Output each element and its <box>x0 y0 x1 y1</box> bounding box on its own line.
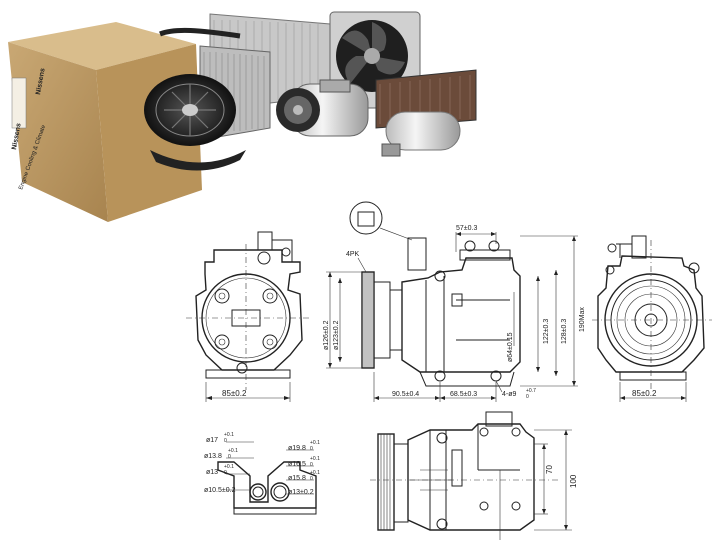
side-view: 4PK 57±0.3 ø126±0.2 ø123±0.2 ø64±0.15 12… <box>323 201 586 402</box>
dim-d165: ø16.5 <box>288 461 306 468</box>
dim-d13-left-tol-top: +0.1 <box>224 464 234 470</box>
technical-drawing-sheet: 85±0.2 4PK <box>186 201 712 540</box>
product-photo-collage: Engine Cooling & Climate Nissens Nissens <box>8 11 477 222</box>
dim-d198-tol-top: +0.1 <box>310 440 320 446</box>
dim-d165-tol-top: +0.1 <box>310 456 320 462</box>
dim-d13-right: ø13±0.2 <box>288 489 314 496</box>
dim-d13-left: ø13 <box>206 469 218 476</box>
dim-holes-tol-bottom: 0 <box>526 394 529 400</box>
bottom-view: 70 100 <box>370 411 578 540</box>
dim-d123: ø123±0.2 <box>333 320 340 350</box>
dim-h100: 100 <box>569 474 578 488</box>
dim-d158-tol-bottom: 0 <box>310 476 313 482</box>
ports-detail: ø17 +0.1 0 ø13.8 +0.1 0 ø13 +0.1 0 ø10.5… <box>204 432 320 515</box>
dim-d126: ø126±0.2 <box>323 320 330 350</box>
dim-d138-tol-top: +0.1 <box>228 448 238 454</box>
dim-d17: ø17 <box>206 437 218 444</box>
dim-d165-tol-bottom: 0 <box>310 462 313 468</box>
dim-h70: 70 <box>545 465 554 474</box>
dim-holes-tol-top: +0.7 <box>526 388 536 394</box>
label-4pk: 4PK <box>346 251 360 258</box>
front-view-right: 85±0.2 <box>592 235 712 402</box>
dim-d64: ø64±0.15 <box>507 332 514 362</box>
cardboard-box: Engine Cooling & Climate Nissens Nissens <box>8 22 202 222</box>
front-view-left: 85±0.2 <box>186 231 310 402</box>
dim-width-left: 85±0.2 <box>222 389 247 398</box>
compressor-photo <box>276 79 369 137</box>
dim-len-905: 90.5±0.4 <box>392 391 419 398</box>
dim-d17-tol-top: +0.1 <box>224 432 234 438</box>
dim-h122: 122±0.3 <box>543 319 550 344</box>
receiver-drier <box>381 111 461 157</box>
blower-motor <box>144 74 246 171</box>
dim-d198-tol-bottom: 0 <box>310 446 313 452</box>
dim-d105: ø10.5±0.2 <box>204 487 236 494</box>
dim-holes: 4-ø9 <box>502 391 517 398</box>
dim-h190: 190Max <box>579 307 586 332</box>
dim-d158: ø15.8 <box>288 475 306 482</box>
dim-len-685: 68.5±0.3 <box>450 391 477 398</box>
dim-d198: ø19.8 <box>288 445 306 452</box>
dim-d17-tol-bottom: 0 <box>224 438 227 444</box>
dim-d138-tol-bottom: 0 <box>228 454 231 460</box>
dim-d138: ø13.8 <box>204 453 222 460</box>
dim-d158-tol-top: +0.1 <box>310 470 320 476</box>
dim-width-right: 85±0.2 <box>632 389 657 398</box>
dim-top-width: 57±0.3 <box>456 225 477 232</box>
box-brand-logo: Nissens <box>11 123 23 151</box>
dim-h128: 128±0.3 <box>561 319 568 344</box>
dim-d13-left-tol-bottom: 0 <box>224 470 227 476</box>
box-brand-logo-front: Nissens <box>35 68 47 96</box>
